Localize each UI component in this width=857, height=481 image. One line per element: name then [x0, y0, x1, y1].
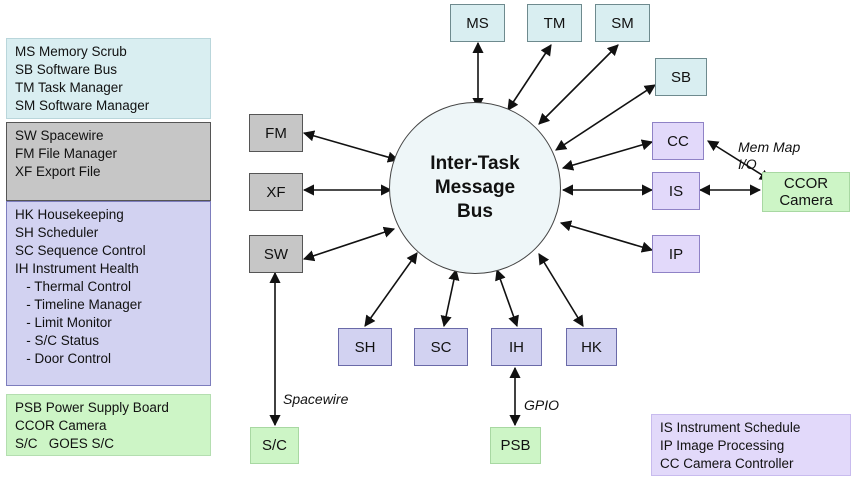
inter-task-message-bus: Inter-Task Message Bus	[389, 102, 561, 274]
node-ms: MS	[450, 4, 505, 42]
legend-software-bus-group: MS Memory Scrub SB Software Bus TM Task …	[6, 38, 211, 119]
label-gpio: GPIO	[524, 397, 560, 413]
arrow-cc-ccor	[707, 140, 771, 181]
arrow-sh-bus	[364, 252, 418, 327]
node-sm: SM	[595, 4, 650, 42]
arrow-fm-bus	[302, 130, 400, 163]
legend-item: SH Scheduler	[15, 225, 99, 240]
label-spacewire: Spacewire	[283, 391, 349, 407]
node-ip: IP	[652, 235, 700, 273]
bus-label-line: Inter-Task	[430, 153, 520, 174]
label-mem-map-io: Mem Map I/O	[738, 139, 801, 172]
node-fm: FM	[249, 114, 303, 152]
arrow-hk-bus	[538, 253, 584, 327]
node-spacecraft: S/C	[250, 427, 299, 464]
node-sh: SH	[338, 328, 392, 366]
legend-hardware-group: PSB Power Supply Board CCOR Camera S/C G…	[6, 394, 211, 456]
arrow-ip-bus	[559, 220, 654, 253]
arrow-sw-bus	[302, 226, 396, 262]
legend-item: CC Camera Controller	[660, 456, 794, 471]
legend-item: IH Instrument Health	[15, 261, 139, 276]
arrow-sc-bus	[440, 268, 460, 328]
legend-item: CCOR Camera	[15, 418, 107, 433]
legend-item: IP Image Processing	[660, 438, 785, 453]
node-ccor-camera: CCOR Camera	[762, 172, 850, 212]
node-psb: PSB	[490, 427, 541, 464]
legend-item: HK Housekeeping	[15, 207, 124, 222]
node-sb: SB	[655, 58, 707, 96]
legend-item: XF Export File	[15, 164, 101, 179]
node-sw: SW	[249, 235, 303, 273]
legend-item: - S/C Status	[15, 333, 100, 348]
legend-item: SB Software Bus	[15, 62, 118, 77]
legend-item: IS Instrument Schedule	[660, 420, 801, 435]
legend-item: TM Task Manager	[15, 80, 123, 95]
legend-item: SW Spacewire	[15, 128, 104, 143]
node-sc: SC	[414, 328, 468, 366]
legend-control-group: HK Housekeeping SH Scheduler SC Sequence…	[6, 201, 211, 386]
bus-label-line: Bus	[457, 201, 493, 222]
node-tm: TM	[527, 4, 582, 42]
legend-item: - Door Control	[15, 351, 112, 366]
legend-item: S/C GOES S/C	[15, 436, 115, 451]
legend-instrument-group: IS Instrument Schedule IP Image Processi…	[651, 414, 851, 476]
legend-item: SC Sequence Control	[15, 243, 146, 258]
arrow-tm-bus	[507, 44, 552, 111]
node-xf: XF	[249, 173, 303, 211]
arrow-cc-bus	[561, 139, 654, 171]
arrow-sm-bus	[538, 44, 619, 125]
legend-file-group: SW Spacewire FM File Manager XF Export F…	[6, 122, 211, 201]
arrow-ih-bus	[495, 268, 519, 328]
bus-label-line: Message	[434, 177, 516, 198]
node-is: IS	[652, 172, 700, 210]
node-hk: HK	[566, 328, 617, 366]
legend-item: FM File Manager	[15, 146, 118, 161]
node-cc: CC	[652, 122, 704, 160]
node-ih: IH	[491, 328, 542, 366]
arrow-sb-bus	[555, 84, 656, 151]
legend-item: MS Memory Scrub	[15, 44, 127, 59]
legend-item: - Timeline Manager	[15, 297, 142, 312]
legend-item: SM Software Manager	[15, 98, 150, 113]
legend-item: - Thermal Control	[15, 279, 132, 294]
legend-item: - Limit Monitor	[15, 315, 112, 330]
legend-item: PSB Power Supply Board	[15, 400, 169, 415]
